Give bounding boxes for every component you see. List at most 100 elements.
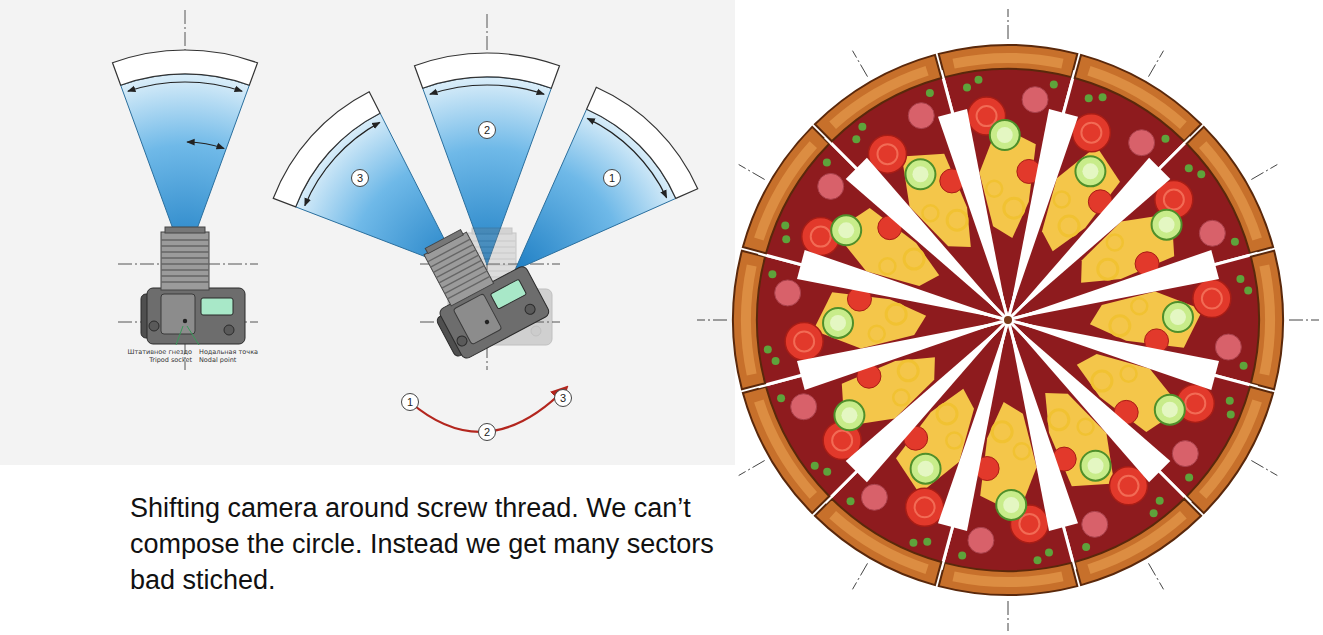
onion-ring bbox=[893, 390, 909, 406]
center-line bbox=[853, 51, 868, 77]
salami bbox=[861, 484, 887, 510]
cucumber bbox=[823, 308, 853, 338]
fan-band bbox=[113, 50, 258, 85]
onion-ring bbox=[879, 258, 895, 274]
onion-ring bbox=[1078, 419, 1094, 435]
cucumber bbox=[831, 215, 861, 245]
slice-crust bbox=[1251, 251, 1283, 390]
center-line bbox=[1149, 563, 1164, 589]
background-panel bbox=[0, 0, 735, 465]
crust-highlight bbox=[741, 265, 757, 376]
gap-spike bbox=[797, 320, 1008, 390]
salami bbox=[1129, 130, 1155, 156]
tomato-seed bbox=[915, 497, 935, 517]
salami bbox=[1199, 220, 1225, 246]
tomato-seed bbox=[1118, 476, 1138, 496]
crust-highlight bbox=[953, 53, 1064, 69]
herb bbox=[852, 135, 860, 143]
cucumber-core bbox=[918, 461, 934, 477]
cucumber-core bbox=[830, 315, 846, 331]
salami bbox=[791, 394, 817, 420]
tomato-seed bbox=[1081, 123, 1101, 143]
cucumber bbox=[911, 454, 941, 484]
tomato bbox=[785, 322, 823, 360]
cucumber bbox=[1155, 395, 1185, 425]
onion-ring bbox=[1092, 371, 1112, 391]
callout-circle: 1 bbox=[401, 393, 419, 411]
herb bbox=[1197, 170, 1205, 178]
tomato-seed bbox=[832, 430, 852, 450]
center-line bbox=[1149, 51, 1164, 77]
crust-highlight bbox=[1259, 265, 1275, 376]
herb bbox=[1185, 164, 1193, 172]
herb bbox=[858, 123, 866, 131]
herb bbox=[1226, 397, 1234, 405]
tomato-seed bbox=[811, 227, 831, 247]
herb bbox=[1227, 411, 1235, 419]
herb bbox=[782, 235, 790, 243]
herb bbox=[958, 552, 966, 560]
cucumber bbox=[834, 400, 864, 430]
herb bbox=[1045, 548, 1053, 556]
herb bbox=[923, 538, 931, 546]
fan-band bbox=[415, 53, 560, 88]
center-line bbox=[1251, 165, 1277, 180]
callout-circle: 1 bbox=[603, 169, 621, 187]
cucumber-core bbox=[1088, 458, 1104, 474]
herb bbox=[926, 89, 934, 97]
half-angle-arrow bbox=[187, 142, 224, 149]
herb bbox=[963, 84, 971, 92]
onion-ring bbox=[1110, 316, 1130, 336]
cucumber-core bbox=[1082, 163, 1098, 179]
tomato-seed bbox=[1202, 289, 1222, 309]
herb bbox=[847, 497, 855, 505]
tomato-seed bbox=[794, 331, 814, 351]
crust-highlight bbox=[953, 571, 1064, 587]
slice-crust bbox=[1187, 127, 1273, 253]
center-line bbox=[739, 165, 765, 180]
slice-crust bbox=[733, 251, 765, 390]
herb bbox=[777, 394, 785, 402]
tomato bbox=[1193, 280, 1231, 318]
onion-ring bbox=[1131, 298, 1147, 314]
caption: Shifting camera around screw thread. We … bbox=[130, 490, 730, 598]
cucumber-core bbox=[838, 222, 854, 238]
cucumber-core bbox=[1159, 217, 1175, 233]
leader-line bbox=[176, 326, 199, 345]
tomato-seed bbox=[878, 144, 898, 164]
gap-spike bbox=[1008, 320, 1078, 531]
onion-ring bbox=[1049, 410, 1069, 430]
tomato bbox=[906, 488, 944, 526]
callout-circle: 2 bbox=[478, 423, 496, 441]
tomato-seed bbox=[977, 106, 997, 126]
center-line bbox=[853, 563, 868, 589]
center-line bbox=[739, 461, 765, 476]
center-line bbox=[1008, 601, 1009, 631]
onion-ring bbox=[1004, 198, 1024, 218]
cucumber bbox=[990, 120, 1020, 150]
part-label: Tripod socket bbox=[149, 356, 192, 364]
salami bbox=[1022, 87, 1048, 113]
herb bbox=[1244, 287, 1252, 295]
herb bbox=[1231, 238, 1239, 246]
part-label: Штативное гнездо bbox=[128, 348, 192, 356]
view-fan bbox=[273, 92, 460, 270]
cucumber-core bbox=[997, 127, 1013, 143]
salami bbox=[908, 103, 934, 129]
slice-crust bbox=[815, 55, 941, 141]
herb bbox=[1050, 80, 1058, 88]
tomato-seed bbox=[1185, 393, 1205, 413]
callout-number: 2 bbox=[484, 124, 490, 136]
cucumber-core bbox=[1170, 309, 1186, 325]
onion-ring bbox=[947, 210, 967, 230]
cucumber bbox=[996, 490, 1026, 520]
herb bbox=[823, 468, 831, 476]
onion-ring bbox=[922, 205, 938, 221]
onion-ring bbox=[992, 422, 1012, 442]
center-line bbox=[697, 320, 727, 321]
fan-band bbox=[587, 87, 698, 198]
cameras bbox=[141, 211, 552, 363]
camera-rotated bbox=[404, 211, 551, 363]
